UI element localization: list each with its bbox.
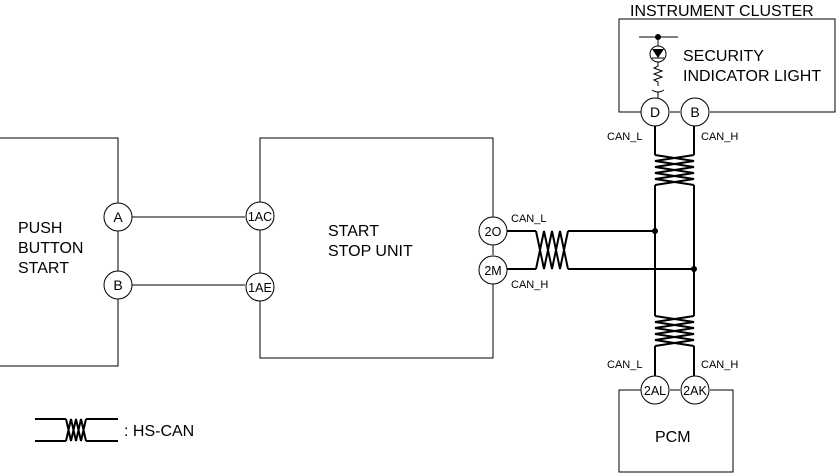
start-stop-unit-label-2: STOP UNIT xyxy=(328,243,413,260)
pin-1ae-label: 1AE xyxy=(248,281,272,295)
pin-1ac: 1AC xyxy=(245,201,275,231)
pin-2ak: 2AK xyxy=(680,375,710,405)
pin-a: A xyxy=(103,202,133,232)
push-button-start-label-3: START xyxy=(18,260,69,277)
pin-2m-label: 2M xyxy=(484,264,501,278)
push-button-start: PUSH BUTTON START xyxy=(0,137,119,367)
pcm-can-h-label: CAN_H xyxy=(701,359,738,371)
security-indicator-label-1: SECURITY xyxy=(683,48,764,65)
resistor-icon xyxy=(652,62,664,86)
security-indicator-label-2: INDICATOR LIGHT xyxy=(683,68,821,85)
start-stop-unit-label-1: START xyxy=(328,223,379,240)
legend: : HS-CAN xyxy=(35,418,194,442)
pin-2o-label: 2O xyxy=(485,225,502,239)
pin-b-cluster-label: B xyxy=(690,104,699,120)
pcm-can-l-label: CAN_L xyxy=(607,359,642,371)
pcm: PCM xyxy=(618,389,734,473)
pin-2m: 2M xyxy=(478,255,508,285)
hs-can-bus xyxy=(654,126,695,376)
ic-can-h-label: CAN_H xyxy=(701,131,738,143)
instrument-cluster: INSTRUMENT CLUSTER SECURITY INDICATOR LI… xyxy=(618,3,836,113)
hs-can-legend-label: : HS-CAN xyxy=(124,423,194,440)
wiring xyxy=(132,126,697,376)
pin-1ac-label: 1AC xyxy=(248,210,272,224)
security-light-symbol xyxy=(639,34,678,101)
ssu-can-h-label: CAN_H xyxy=(511,279,548,291)
pin-d: D xyxy=(640,97,670,127)
pin-2al-label: 2AL xyxy=(644,384,666,398)
pin-b-cluster: B xyxy=(680,97,710,127)
instrument-cluster-label: INSTRUMENT CLUSTER xyxy=(630,3,814,20)
pin-d-label: D xyxy=(650,104,660,120)
pin-1ae: 1AE xyxy=(245,272,275,302)
pcm-label: PCM xyxy=(655,429,691,446)
pin-2al: 2AL xyxy=(640,375,670,405)
push-button-start-label-1: PUSH xyxy=(18,220,62,237)
hs-can-legend-symbol xyxy=(35,418,118,442)
ic-can-l-label: CAN_L xyxy=(607,131,642,143)
pin-a-label: A xyxy=(113,209,123,225)
pin-2o: 2O xyxy=(478,216,508,246)
push-button-start-label-2: BUTTON xyxy=(18,240,83,257)
pin-2ak-label: 2AK xyxy=(683,384,707,398)
pin-b-push-button-label: B xyxy=(113,277,122,293)
hs-can-ssu-branch xyxy=(507,228,697,272)
ssu-can-l-label: CAN_L xyxy=(511,213,546,225)
pin-b-push-button: B xyxy=(103,270,133,300)
start-stop-unit: START STOP UNIT xyxy=(259,137,494,359)
